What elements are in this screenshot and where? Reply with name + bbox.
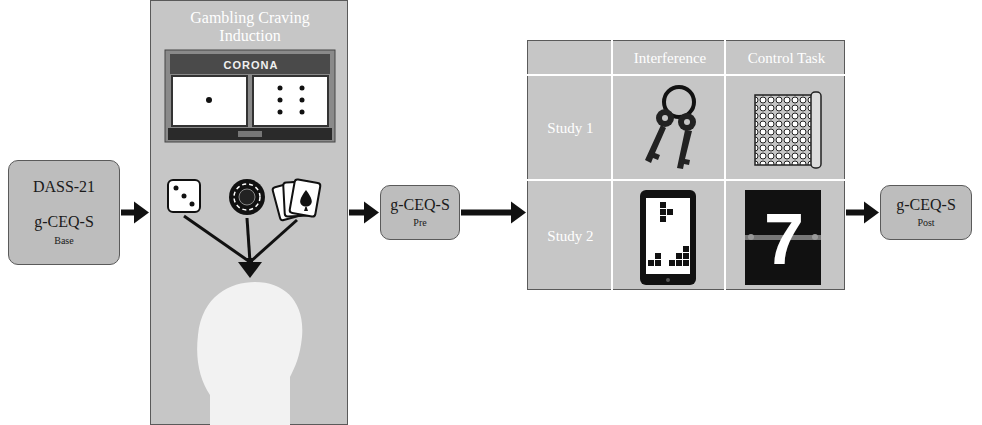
text-cell: Study 2 [528, 182, 613, 291]
node-text: g-CEQ-S [390, 196, 450, 214]
label-holder: CORONA [166, 55, 336, 75]
node-text: DASS-21 [33, 178, 95, 196]
bubble-wrap-icon [755, 92, 821, 168]
node-text: Control Task [748, 50, 825, 67]
node-text: Base [54, 235, 73, 247]
text-cell: Control Task [727, 41, 846, 76]
text-cell: Interference [614, 41, 726, 76]
flow-arrow [121, 202, 149, 224]
node-text: Study 2 [547, 228, 593, 245]
dice-icon [168, 180, 200, 212]
flow-arrow [349, 202, 379, 224]
machine-brand: CORONA [224, 60, 279, 71]
flow-arrow [846, 202, 879, 224]
node-text: g-CEQ-S [896, 196, 956, 214]
measure-box: g-CEQ-S Pre [380, 185, 460, 240]
node-text: g-CEQ-S [34, 213, 94, 231]
arrowhead [238, 262, 262, 278]
cards-icon [272, 179, 321, 221]
node-text: Study 1 [547, 120, 593, 137]
node-text: Pre [413, 217, 426, 229]
flow-arrow [461, 202, 526, 224]
reel-number: 7 [764, 203, 804, 275]
slot-machine [165, 50, 335, 142]
label-holder: 7 [746, 191, 822, 286]
table-grid [527, 40, 845, 290]
keys-icon [645, 87, 696, 169]
slot-reel-icon [745, 190, 821, 285]
measure-box: g-CEQ-S Post [880, 185, 972, 240]
node-text: Gambling Craving Induction [170, 9, 330, 46]
converging-arrows [184, 216, 297, 266]
text-cell: Study 1 [528, 77, 613, 181]
induction-panel: Gambling Craving InductionCORONA [150, 0, 348, 425]
measure-box: DASS-21 g-CEQ-S Base [8, 160, 120, 265]
phone-icon [640, 190, 696, 285]
task-table: Interference Control TaskStudy 1 Study 2 7 [527, 40, 845, 290]
node-text: Interference [634, 50, 706, 67]
head-silhouette [197, 282, 302, 425]
text-cell: Gambling Craving Induction [170, 5, 330, 49]
chip-icon [229, 179, 265, 215]
node-text: Post [917, 217, 934, 229]
